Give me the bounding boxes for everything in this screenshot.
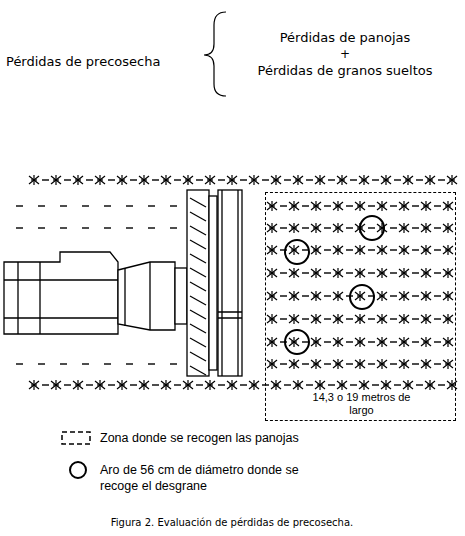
legend-text: Zona donde se recogen las panojas (100, 430, 360, 446)
figure-caption: Figura 2. Evaluación de pérdidas de prec… (111, 517, 353, 529)
dashed-zone-swatch (60, 427, 94, 449)
legend-text: Aro de 56 cm de diámetro donde se recoge… (100, 462, 305, 495)
plus-sign: + (340, 47, 350, 61)
sampling-zone: 14,3 o 19 metros de largo (265, 192, 456, 421)
header-auger (190, 198, 206, 375)
legend-entry: Aro de 56 cm de diámetro donde se recoge… (60, 462, 360, 502)
curly-brace (204, 12, 226, 96)
dimension-label: 14,3 o 19 metros de largo (305, 391, 419, 419)
sampling-rings (285, 216, 384, 354)
combine-harvester (4, 190, 242, 376)
ring-swatch (60, 459, 94, 481)
heading-label: Pérdidas de granos sueltos (258, 63, 433, 79)
heading-label: Pérdidas de precosecha (6, 54, 160, 70)
heading-label: Pérdidas de panojas (280, 30, 411, 46)
